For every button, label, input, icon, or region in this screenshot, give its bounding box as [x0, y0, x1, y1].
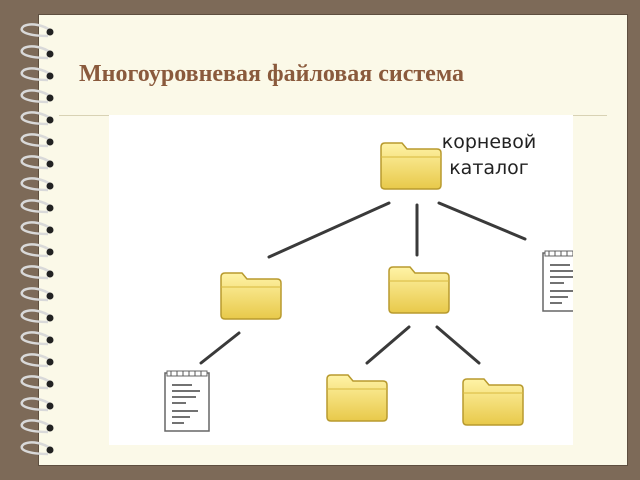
document-icon	[542, 250, 573, 312]
spiral-hole	[46, 116, 54, 124]
spiral-ring	[20, 353, 51, 368]
root-caption: корневой каталог	[429, 129, 549, 181]
folder-icon	[220, 272, 282, 320]
connector-root-document	[437, 201, 527, 241]
folder-icon	[388, 266, 450, 314]
spiral-hole	[46, 424, 54, 432]
spiral-ring	[20, 23, 51, 38]
slide-title: Многоуровневая файловая система	[79, 61, 465, 87]
spiral-ring	[20, 397, 51, 412]
spiral-hole	[46, 50, 54, 58]
spiral-hole	[46, 160, 54, 168]
spiral-hole	[46, 138, 54, 146]
slide: Многоуровневая файловая система	[38, 14, 628, 466]
spiral-ring	[20, 177, 51, 192]
spiral-hole	[46, 314, 54, 322]
spiral-hole	[46, 358, 54, 366]
spiral-ring	[20, 419, 51, 434]
connector-middle-right	[435, 325, 481, 365]
spiral-hole	[46, 28, 54, 36]
spiral-ring	[20, 221, 51, 236]
spiral-ring	[20, 67, 51, 82]
spiral-ring	[20, 331, 51, 346]
spiral-hole	[46, 226, 54, 234]
spiral-hole	[46, 204, 54, 212]
spiral-hole	[46, 72, 54, 80]
spiral-ring	[20, 45, 51, 60]
spiral-ring	[20, 265, 51, 280]
spiral-ring	[20, 133, 51, 148]
spiral-hole	[46, 292, 54, 300]
spiral-hole	[46, 270, 54, 278]
spiral-hole	[46, 182, 54, 190]
root-caption-line2: каталог	[449, 157, 529, 179]
spiral-ring	[20, 287, 51, 302]
spiral-ring	[20, 199, 51, 214]
spiral-hole	[46, 446, 54, 454]
connector-root-left	[267, 201, 391, 259]
folder-icon	[326, 374, 388, 422]
spiral-hole	[46, 94, 54, 102]
spiral-ring	[20, 309, 51, 324]
spiral-binding	[20, 23, 54, 456]
file-tree-diagram: корневой каталог	[109, 115, 573, 445]
folder-icon	[462, 378, 524, 426]
spiral-hole	[46, 402, 54, 410]
spiral-hole	[46, 380, 54, 388]
tree-svg	[164, 142, 573, 432]
spiral-ring	[20, 243, 51, 258]
spiral-ring	[20, 89, 51, 104]
spiral-ring	[20, 441, 51, 456]
spiral-ring	[20, 155, 51, 170]
spiral-hole	[46, 336, 54, 344]
root-caption-line1: корневой	[441, 131, 537, 153]
connector-left-document	[199, 331, 241, 365]
spiral-hole	[46, 248, 54, 256]
spiral-ring	[20, 375, 51, 390]
spiral-ring	[20, 111, 51, 126]
connector-middle-left	[365, 325, 411, 365]
document-icon	[164, 370, 210, 432]
